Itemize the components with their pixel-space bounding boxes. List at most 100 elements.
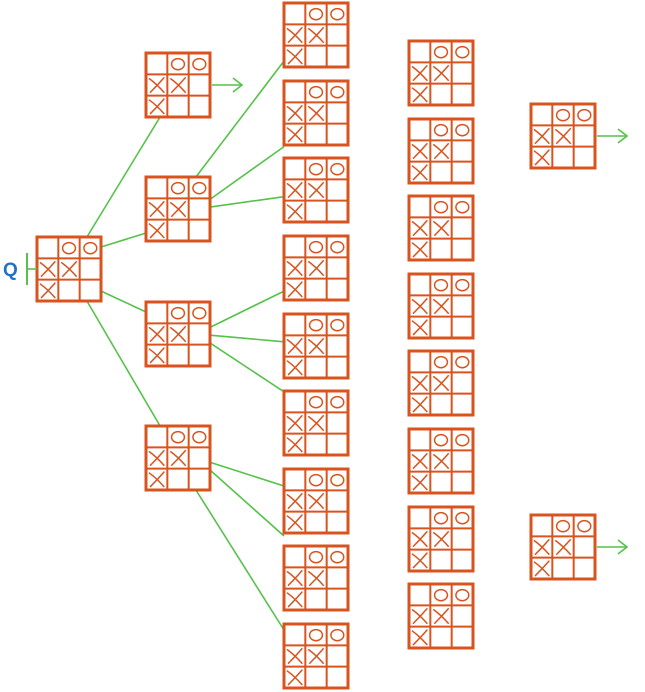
board-node [144,300,212,368]
board-node [529,513,597,581]
o-mark [192,430,207,444]
continuation-arrow [597,128,629,144]
o-mark [455,278,470,292]
tree-edge [209,461,285,487]
o-mark [577,108,592,122]
continuation-arrow [597,539,629,555]
tree-edge [209,290,285,329]
x-mark [286,259,303,277]
o-mark [192,306,207,320]
x-mark [286,281,303,298]
x-mark [411,319,428,336]
o-mark [455,433,470,447]
x-mark [286,492,303,510]
x-mark [411,297,428,315]
o-mark [308,85,324,99]
tree-edge [100,232,147,248]
x-mark [286,359,303,376]
x-mark [554,127,572,145]
x-mark [307,492,325,510]
x-mark [432,297,450,315]
tree-edge [86,116,161,238]
x-mark [148,222,165,239]
x-mark [286,514,303,531]
x-mark [148,347,165,364]
x-mark [286,569,303,587]
board-node [282,622,350,690]
x-mark [554,538,572,556]
x-mark [286,26,303,44]
o-mark [577,519,592,533]
o-mark [433,278,449,292]
o-mark [192,57,207,71]
x-mark [286,414,303,432]
x-mark [432,219,450,237]
x-mark [148,325,165,343]
tree-edge [209,195,285,208]
o-mark [455,511,470,525]
o-mark [308,628,324,642]
o-mark [455,355,470,369]
o-mark [330,473,345,487]
continuation-arrows [212,77,629,555]
root-marker: Q [3,253,37,285]
x-mark [286,591,303,608]
x-mark [307,647,325,665]
board-node [407,427,475,495]
tree-edges [86,60,285,631]
x-mark [39,260,56,278]
x-mark [286,436,303,453]
tree-edge [209,145,285,201]
o-mark [308,395,324,409]
o-mark [330,550,345,564]
tree-edge [209,334,285,343]
x-mark [411,374,428,392]
board-node [35,235,103,303]
x-mark [169,200,187,218]
o-mark [330,85,345,99]
x-mark [286,104,303,122]
tree-edge [195,489,285,631]
board-node [407,194,475,262]
board-node [282,156,350,224]
x-mark [411,219,428,237]
o-mark [330,162,345,176]
o-mark [330,7,345,21]
x-mark [148,471,165,488]
x-mark [169,76,187,94]
x-mark [533,560,550,577]
x-mark [307,414,325,432]
o-mark [330,318,345,332]
x-mark [307,569,325,587]
tree-edge [86,300,161,427]
x-mark [286,126,303,143]
board-node [407,349,475,417]
board-node [144,424,212,492]
board-node [144,175,212,243]
o-mark [455,123,470,137]
x-mark [411,607,428,625]
x-mark [286,647,303,665]
x-mark [148,98,165,115]
continuation-arrow [212,77,244,93]
x-mark [411,474,428,491]
o-mark [455,200,470,214]
x-mark [533,149,550,166]
x-mark [411,86,428,103]
o-mark [555,108,571,122]
x-mark [169,325,187,343]
x-mark [411,530,428,548]
x-mark [411,396,428,413]
tree-edge [195,60,285,178]
o-mark [455,588,470,602]
o-mark [83,241,98,255]
o-mark [170,181,186,195]
o-mark [308,162,324,176]
o-mark [308,473,324,487]
x-mark [432,64,450,82]
tree-edge [209,342,285,393]
x-mark [307,181,325,199]
board-node [407,582,475,650]
o-mark [433,123,449,137]
board-node [144,51,212,119]
